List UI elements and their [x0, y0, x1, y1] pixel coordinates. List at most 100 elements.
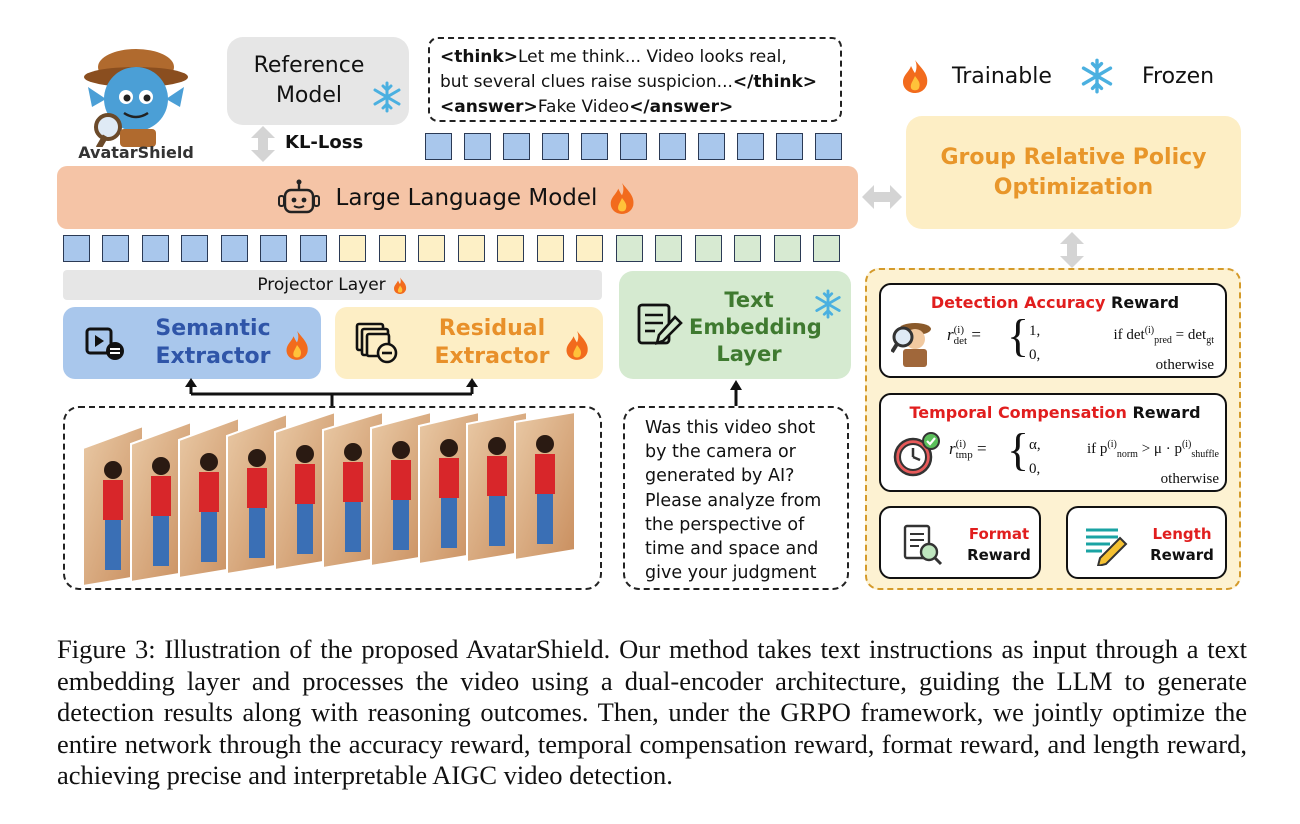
format-reward-suffix: Reward	[967, 546, 1031, 564]
snowflake-icon	[373, 81, 401, 113]
length-reward-title: Length	[1152, 525, 1212, 543]
answer-text: Fake Video	[537, 97, 630, 117]
visual-semantic-token	[63, 235, 90, 262]
visual-semantic-token	[181, 235, 208, 262]
visual-semantic-token	[260, 235, 287, 262]
visual-semantic-token	[221, 235, 248, 262]
detection-reward-suffix: Reward	[1105, 293, 1180, 312]
residual-label-2: Extractor	[434, 344, 550, 369]
grpo-label-2: Optimization	[993, 174, 1154, 200]
text-token	[813, 235, 840, 262]
answer-close-tag: </answer>	[629, 97, 734, 117]
text-embedding-layer: Text Embedding Layer	[619, 271, 851, 379]
question-line: by the camera or	[645, 442, 796, 463]
projector-label: Projector Layer	[257, 275, 386, 295]
length-reward-suffix: Reward	[1150, 546, 1214, 564]
temporal-case-1-condition: if p(i)norm > μ · p(i)shuffle	[1086, 439, 1219, 460]
residual-token	[576, 235, 603, 262]
question-line: Was this video shot	[645, 418, 816, 438]
grpo-block: Group Relative Policy Optimization	[906, 116, 1241, 229]
figure-caption: Figure 3: Illustration of the proposed A…	[57, 634, 1247, 790]
output-token	[776, 133, 803, 160]
clock-check-icon	[893, 432, 940, 477]
fire-icon	[611, 182, 634, 214]
legend-trainable: Trainable	[952, 64, 1052, 89]
avatar-mascot-icon	[84, 49, 188, 150]
legend-frozen: Frozen	[1142, 64, 1215, 89]
output-token	[815, 133, 842, 160]
text-embedding-label-1: Text	[724, 288, 774, 312]
residual-token	[497, 235, 524, 262]
question-to-embedding-arrow	[730, 380, 742, 406]
robot-icon	[277, 179, 320, 213]
output-token	[503, 133, 530, 160]
fire-icon	[286, 331, 308, 360]
think-open-tag: <think>	[440, 47, 518, 67]
llm-label: Large Language Model	[335, 184, 598, 211]
reference-model-label-1: Reference	[253, 53, 365, 78]
format-reward: Format Reward	[879, 506, 1041, 579]
residual-extractor: Residual Extractor	[335, 307, 603, 379]
residual-token	[379, 235, 406, 262]
temporal-reward-suffix: Reward	[1126, 403, 1201, 422]
temporal-compensation-reward: Temporal Compensation Reward r(i)tmp = {…	[879, 393, 1227, 492]
format-reward-title: Format	[968, 525, 1030, 543]
detection-accuracy-reward: Detection Accuracy Reward r(i)det = { 1,…	[879, 283, 1227, 378]
video-frames-image	[82, 410, 576, 588]
residual-label-1: Residual	[438, 316, 546, 341]
grpo-reward-arrow	[1060, 232, 1084, 268]
output-token	[464, 133, 491, 160]
llm-block: Large Language Model	[57, 166, 858, 229]
residual-token	[537, 235, 564, 262]
semantic-extractor: Semantic Extractor	[63, 307, 321, 379]
think-output-box: <think>Let me think... Video looks real,…	[428, 37, 842, 122]
snowflake-icon	[1081, 58, 1113, 94]
temporal-formula-lhs: r(i)tmp =	[949, 438, 987, 462]
film-frames-icon	[355, 322, 398, 364]
checklist-search-icon	[903, 524, 943, 566]
temporal-case-2-condition: otherwise	[1160, 471, 1219, 487]
think-line-2: but several clues raise suspicion...	[440, 72, 733, 92]
reference-model-label-2: Model	[275, 83, 343, 108]
video-play-icon	[85, 327, 124, 360]
llm-grpo-arrow	[862, 185, 902, 209]
visual-semantic-token	[142, 235, 169, 262]
detective-icon	[891, 323, 931, 367]
text-embedding-label-3: Layer	[716, 342, 782, 366]
text-token	[655, 235, 682, 262]
detection-case-1-condition: if det(i)pred = detgt	[1113, 325, 1214, 346]
video-frames-box	[63, 406, 602, 590]
question-line: time and space and	[645, 539, 819, 560]
semantic-label-2: Extractor	[155, 344, 271, 369]
output-token	[659, 133, 686, 160]
detection-case-2-value: 0,	[1029, 347, 1041, 363]
temporal-reward-title: Temporal Compensation	[909, 403, 1127, 422]
detection-case-1-value: 1,	[1029, 323, 1041, 339]
detection-case-2-condition: otherwise	[1155, 357, 1214, 373]
kl-loss-label: KL-Loss	[285, 132, 364, 153]
reference-model-box: Reference Model	[227, 37, 409, 125]
question-line: give your judgment	[645, 563, 817, 584]
temporal-case-1-value: α,	[1029, 437, 1041, 453]
video-to-extractor-arrows	[185, 378, 478, 408]
grpo-label-1: Group Relative Policy	[940, 144, 1207, 170]
left-brace: {	[1007, 424, 1030, 475]
output-token	[425, 133, 452, 160]
visual-semantic-token	[102, 235, 129, 262]
text-token	[734, 235, 761, 262]
projector-layer: Projector Layer	[63, 270, 602, 300]
document-edit-icon	[637, 303, 683, 345]
residual-token	[339, 235, 366, 262]
detection-reward-title: Detection Accuracy	[930, 293, 1106, 312]
output-token	[542, 133, 569, 160]
semantic-label-1: Semantic	[155, 316, 271, 341]
text-token	[774, 235, 801, 262]
think-close-tag: </think>	[732, 72, 818, 92]
visual-semantic-token	[300, 235, 327, 262]
output-token	[698, 133, 725, 160]
temporal-case-2-value: 0,	[1029, 461, 1041, 477]
fire-icon	[903, 60, 928, 93]
answer-open-tag: <answer>	[440, 97, 538, 117]
text-embedding-label-2: Embedding	[689, 315, 822, 339]
question-box: Was this video shot by the camera or gen…	[623, 406, 849, 590]
